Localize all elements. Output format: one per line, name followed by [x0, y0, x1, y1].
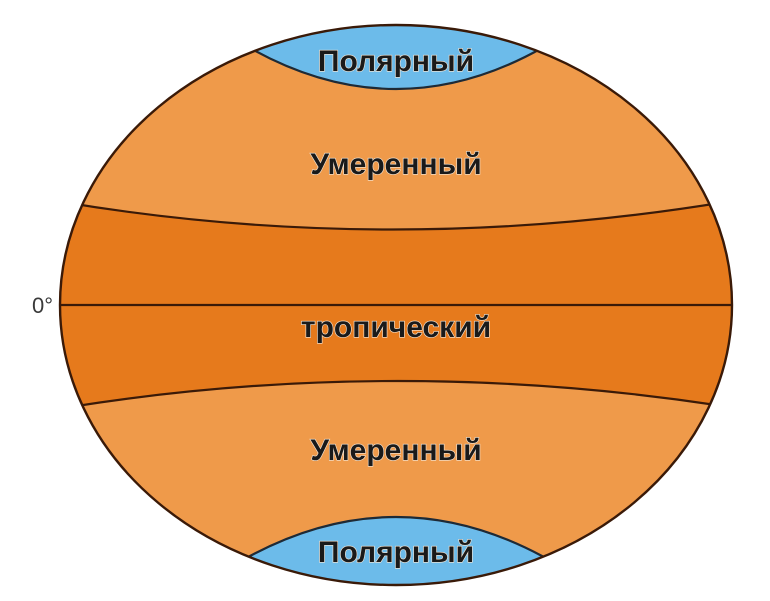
label-polar-south: Полярный — [318, 536, 474, 569]
label-temperate-north: Умеренный — [310, 148, 481, 181]
label-temperate-south: Умеренный — [310, 434, 481, 467]
label-polar-north: Полярный — [318, 45, 474, 78]
label-tropical: тропический — [301, 311, 491, 344]
equator-degree-label: 0° — [32, 293, 53, 318]
globe-outline — [58, 23, 734, 587]
